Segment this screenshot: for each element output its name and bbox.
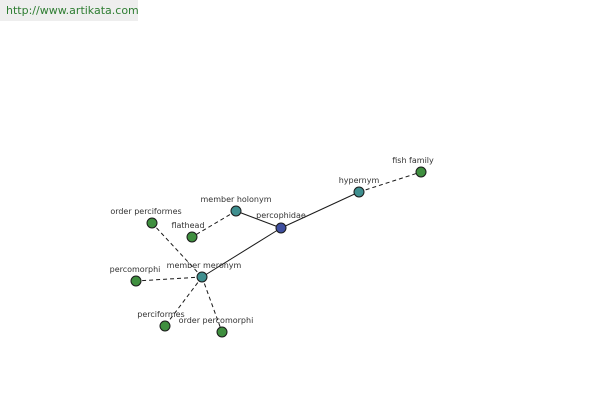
nodes-layer (130, 166, 427, 338)
edge-member-meronym-order-percomorphi (201, 276, 223, 333)
edge-member-meronym-perciformes (164, 276, 203, 327)
edge-member-meronym-percomorphi (135, 276, 203, 282)
edge-member-holonym-flathead (191, 210, 237, 238)
edge-member-meronym-order-perciformes (151, 222, 203, 278)
node-percomorphi[interactable] (130, 275, 142, 287)
edge-hypernym-fish-family (358, 171, 422, 193)
labels-layer: percophidae hypernym fish family member hol… (110, 156, 434, 325)
node-label-percomorphi[interactable]: percomorphi (110, 265, 161, 274)
source-url-bar: http://www.artikata.com (0, 0, 139, 21)
node-hypernym[interactable] (353, 186, 365, 198)
edge-percophidae-hypernym (280, 191, 360, 229)
node-order-percomorphi[interactable] (216, 326, 228, 338)
node-label-fish-family[interactable]: fish family (392, 156, 434, 165)
edge-percophidae-member-meronym (201, 227, 282, 278)
edge-percophidae-member-holonym (235, 210, 282, 229)
node-flathead[interactable] (186, 231, 198, 243)
node-fish-family[interactable] (415, 166, 427, 178)
node-perciformes[interactable] (159, 320, 171, 332)
node-label-percophidae[interactable]: percophidae (256, 211, 306, 220)
node-label-member-holonym[interactable]: member holonym (200, 195, 271, 204)
node-label-perciformes[interactable]: perciformes (137, 310, 184, 319)
node-label-order-percomorphi[interactable]: order percomorphi (179, 316, 254, 325)
node-member-holonym[interactable] (230, 205, 242, 217)
node-label-member-meronym[interactable]: member meronym (167, 261, 242, 270)
source-url[interactable]: http://www.artikata.com (6, 4, 139, 17)
node-order-perciformes[interactable] (146, 217, 158, 229)
edges-layer (135, 171, 422, 333)
node-percophidae[interactable] (275, 222, 287, 234)
node-label-flathead[interactable]: flathead (171, 221, 204, 230)
node-label-order-perciformes[interactable]: order perciformes (110, 207, 181, 216)
node-label-hypernym[interactable]: hypernym (339, 176, 380, 185)
node-member-meronym[interactable] (196, 271, 208, 283)
